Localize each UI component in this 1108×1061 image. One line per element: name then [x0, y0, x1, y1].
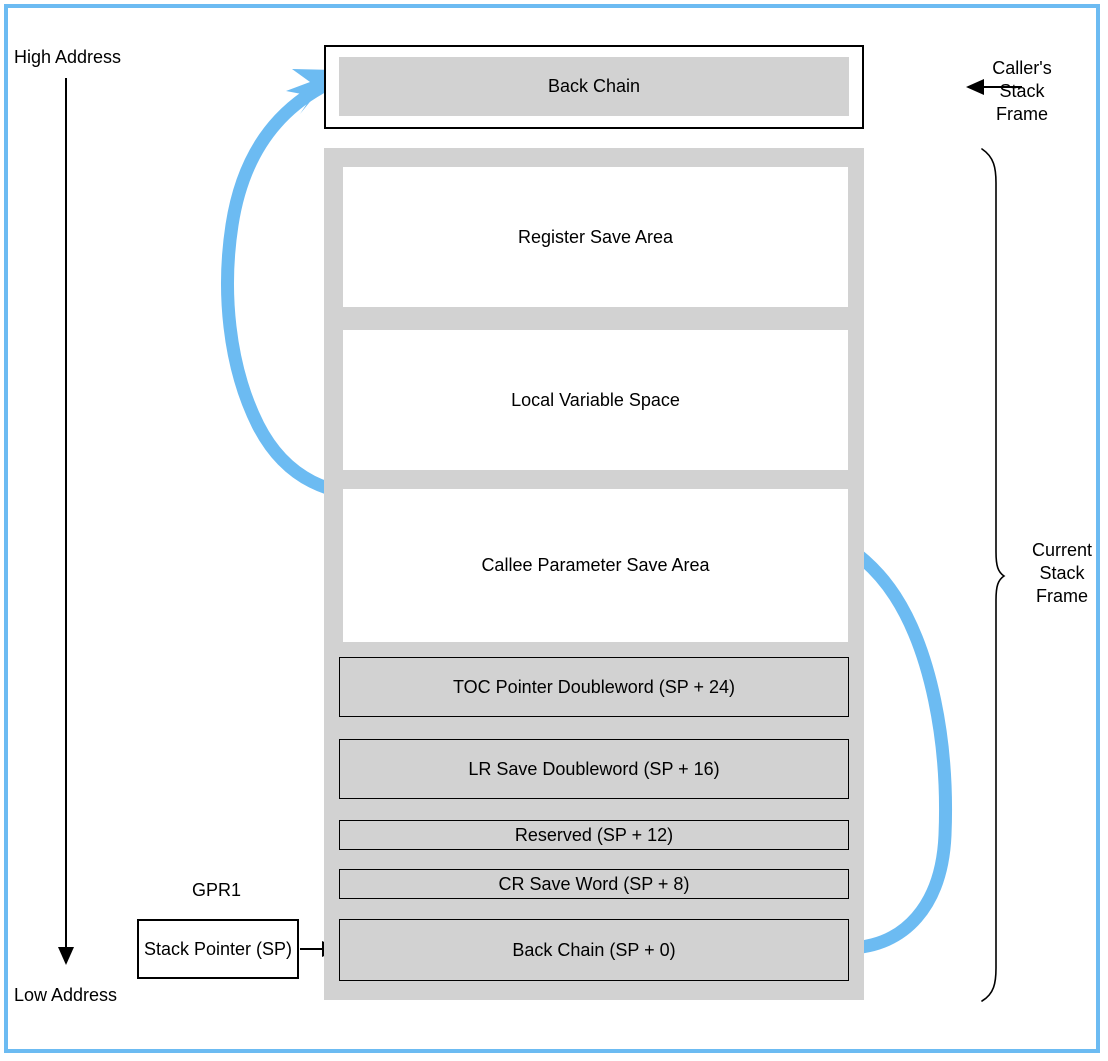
low-address-label: Low Address	[14, 985, 118, 1005]
callers-stack-frame-label: Caller's Stack Frame	[992, 58, 1052, 124]
gpr1-label: GPR1	[192, 880, 242, 900]
slot-reserved: Reserved (SP + 12)	[339, 820, 849, 850]
slot-register-save-area: Register Save Area	[343, 167, 848, 307]
stack-pointer-box: Stack Pointer (SP)	[137, 919, 299, 979]
slot-cr-save-word: CR Save Word (SP + 8)	[339, 869, 849, 899]
current-frame-brace	[981, 148, 1006, 1002]
high-address-label: High Address	[14, 47, 122, 67]
slot-back-chain-sp0: Back Chain (SP + 0)	[339, 919, 849, 981]
slot-back-chain-caller: Back Chain	[339, 57, 849, 116]
current-stack-frame-label: Current Stack Frame	[1031, 540, 1093, 606]
slot-local-variable-space: Local Variable Space	[343, 330, 848, 470]
slot-lr-save-doubleword: LR Save Doubleword (SP + 16)	[339, 739, 849, 799]
slot-callee-parameter-save-area: Callee Parameter Save Area	[343, 489, 848, 642]
slot-toc-pointer-doubleword: TOC Pointer Doubleword (SP + 24)	[339, 657, 849, 717]
